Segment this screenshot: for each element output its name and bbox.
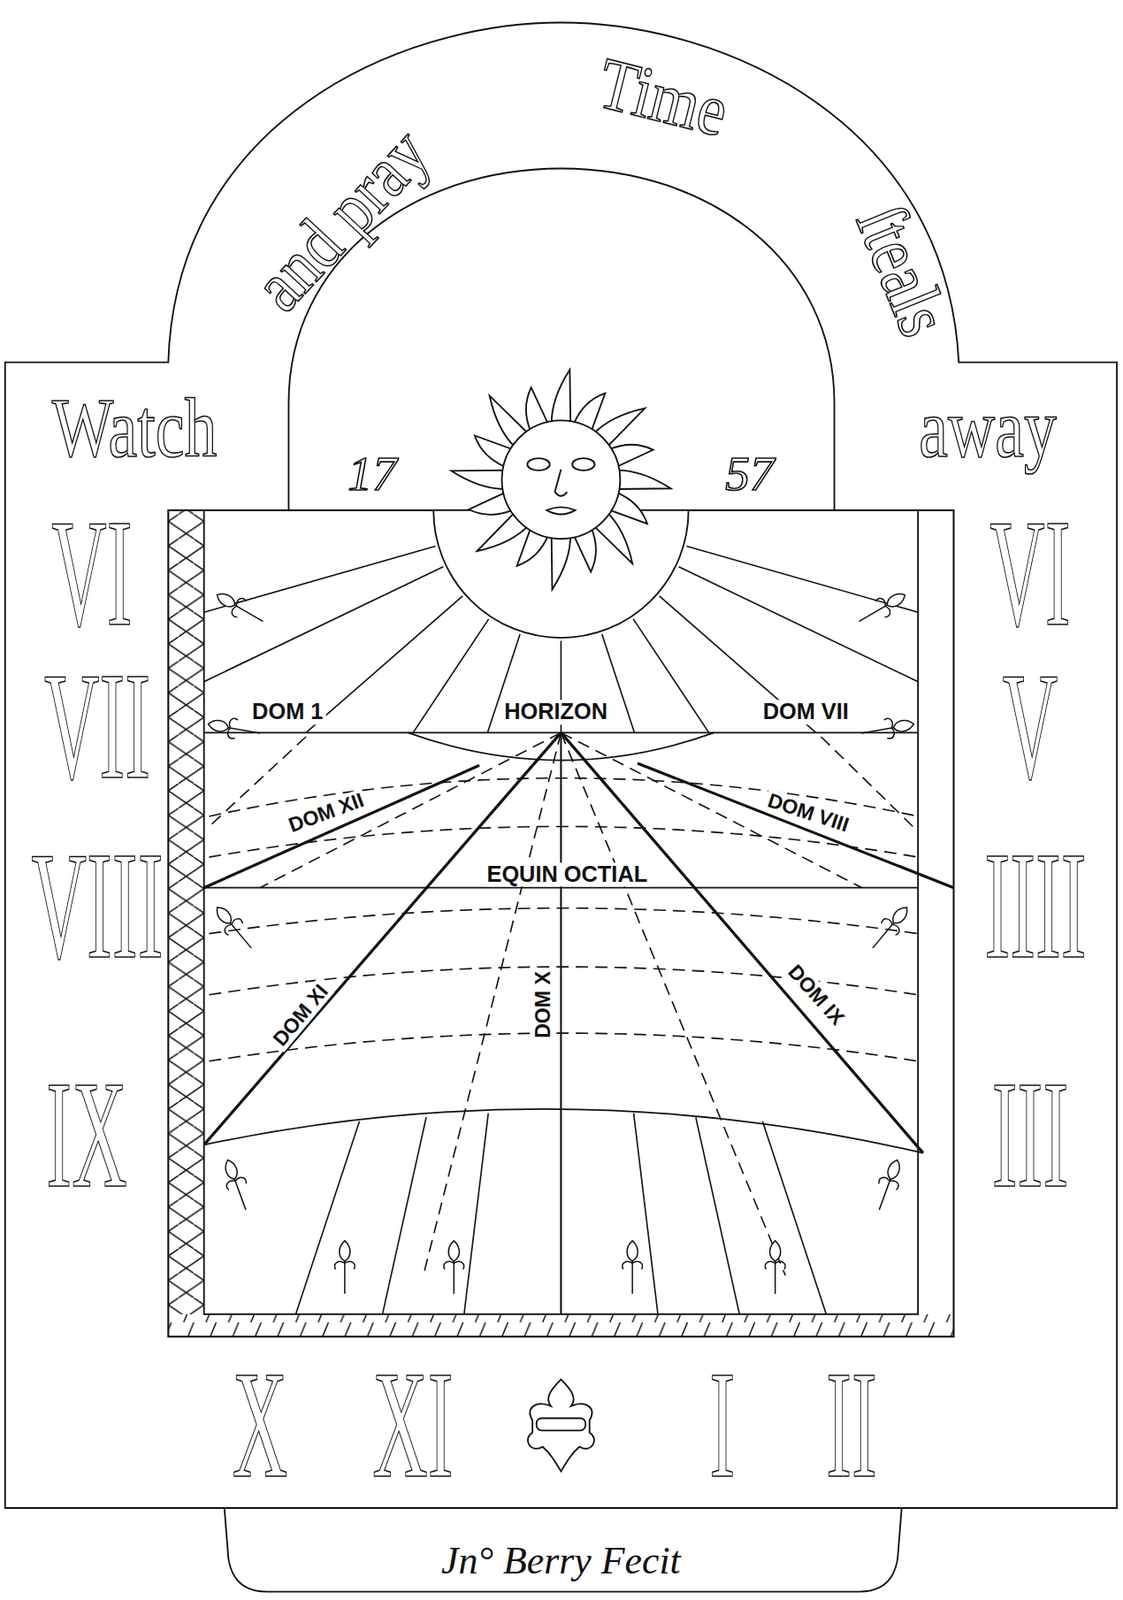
- hour-numeral: XI: [373, 1348, 454, 1502]
- hour-numeral: VI: [51, 496, 132, 650]
- hour-line: [204, 545, 436, 612]
- hour-line: [305, 595, 463, 733]
- hour-ornament: [859, 714, 916, 744]
- hour-line: [204, 566, 444, 682]
- house-label: DOM XII: [282, 787, 369, 838]
- house-label: DOM VII: [760, 699, 852, 724]
- sun: [433, 369, 688, 638]
- hour-numeral: VII: [44, 649, 151, 803]
- motto-word: Time: [591, 45, 735, 149]
- hour-ornament: [212, 586, 268, 631]
- hour-numeral: X: [232, 1348, 288, 1502]
- hour-numeral: V: [1002, 649, 1058, 803]
- hour-line: [634, 1113, 658, 1314]
- hour-numeral: VI: [989, 496, 1070, 650]
- hour-line: [695, 1116, 740, 1314]
- hour-ornament: [335, 1240, 356, 1294]
- house-label: DOM 1: [249, 699, 326, 724]
- motto-word: and pray: [240, 114, 443, 324]
- hour-numeral: VIII: [30, 829, 163, 983]
- motto-word: ſteals: [843, 195, 962, 345]
- hour-line: [412, 618, 489, 734]
- hour-ornament: [622, 1240, 643, 1294]
- hour-ornament: [854, 586, 910, 631]
- hour-ornament: [764, 1240, 786, 1294]
- sun-ray: [616, 470, 672, 489]
- noon-ornament: [527, 1379, 595, 1472]
- hour-line: [686, 545, 918, 612]
- sun-ray: [551, 534, 571, 590]
- house-label: DOM X: [532, 968, 555, 1041]
- hour-line: [382, 1116, 427, 1314]
- house-label: DOM XI: [267, 977, 335, 1052]
- hour-line: [762, 1121, 826, 1314]
- hour-numeral: II: [825, 1348, 878, 1502]
- hour-ornament: [443, 1240, 465, 1294]
- hour-line: [633, 618, 709, 734]
- hour-numeral: I: [709, 1348, 735, 1502]
- hour-ornament: [864, 901, 915, 955]
- house-label: DOM VIII: [762, 788, 855, 838]
- date-digits: 17: [347, 450, 397, 499]
- hour-ornament: [870, 1156, 908, 1214]
- dial-plate: [168, 510, 954, 1337]
- hour-line: [296, 1121, 360, 1314]
- sun-ray: [450, 470, 506, 489]
- hour-ornament: [218, 1156, 256, 1214]
- house-label: DOM IX: [781, 958, 850, 1032]
- hour-numeral: IX: [45, 1057, 127, 1211]
- hour-numeral: IIII: [984, 829, 1086, 983]
- motto-word: Watch: [52, 386, 218, 471]
- horizon-label: HORIZON: [501, 699, 611, 724]
- hour-numeral: III: [992, 1057, 1069, 1211]
- hour-ornament: [209, 901, 260, 955]
- equinoctial-label: EQUIN OCTIAL: [483, 862, 650, 887]
- frame: [5, 22, 1117, 1592]
- motto-word: away: [918, 386, 1057, 471]
- hour-line: [679, 566, 919, 682]
- hour-line: [464, 1113, 489, 1314]
- maker-signature: Jn° Berry Fecit: [441, 1541, 681, 1581]
- sun-ray: [551, 369, 571, 425]
- date-digits: 57: [725, 450, 774, 499]
